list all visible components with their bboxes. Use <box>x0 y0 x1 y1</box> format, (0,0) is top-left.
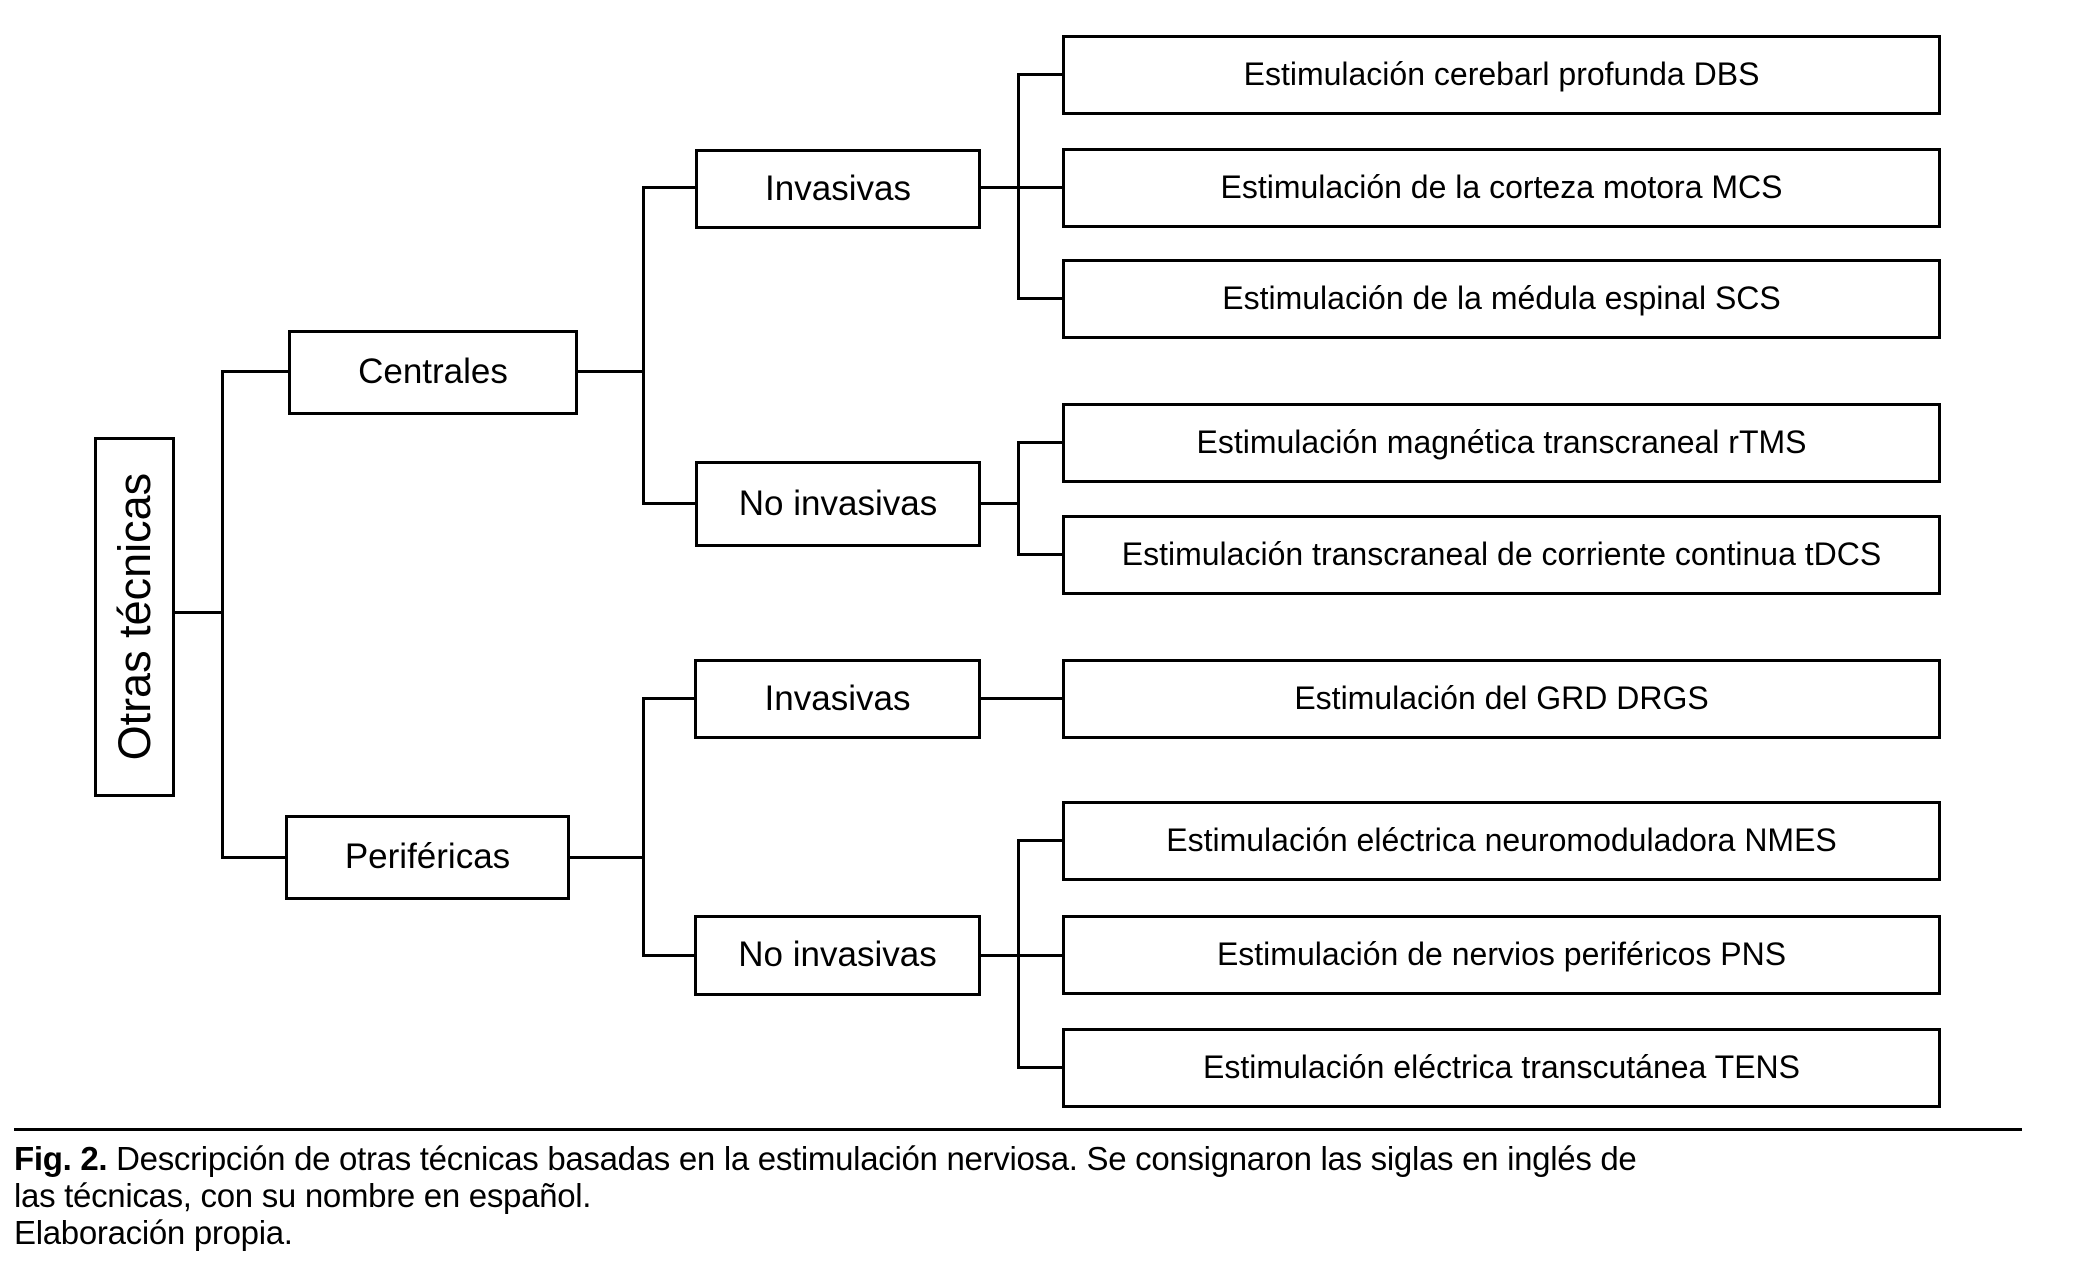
node-rtms-label: Estimulación magnética transcraneal rTMS <box>1196 424 1807 461</box>
node-tdcs-label: Estimulación transcraneal de corriente c… <box>1121 536 1882 573</box>
node-perifericas: Periféricas <box>285 815 570 900</box>
connector-stub-mcs <box>1017 186 1062 189</box>
node-otras-tecnicas-label: Otras técnicas <box>108 473 160 761</box>
connector-trunk-perifericas <box>221 856 285 859</box>
node-drgs: Estimulación del GRD DRGS <box>1062 659 1941 739</box>
node-centrales-label: Centrales <box>358 352 508 392</box>
node-dbs: Estimulación cerebarl profunda DBS <box>1062 35 1941 115</box>
node-no-invasivas-centrales-label: No invasivas <box>738 483 938 523</box>
connector-perifericas-branch <box>567 856 645 859</box>
connector-trunk-centrales <box>221 370 288 373</box>
connector-stub-nmes <box>1017 839 1062 842</box>
figure-caption: Fig. 2. Descripción de otras técnicas ba… <box>14 1140 2044 1251</box>
node-scs-label: Estimulación de la médula espinal SCS <box>1222 280 1781 317</box>
connector-stub-scs <box>1017 297 1062 300</box>
node-tdcs: Estimulación transcraneal de corriente c… <box>1062 515 1941 595</box>
connector-to-no-invasivas-perifericas <box>642 954 694 957</box>
node-invasivas-perifericas: Invasivas <box>694 659 981 739</box>
connector-stub-tens <box>1017 1066 1062 1069</box>
connector-root-trunk <box>174 611 224 614</box>
node-tens-label: Estimulación eléctrica transcutánea TENS <box>1202 1049 1800 1086</box>
connector-stub-tdcs <box>1017 553 1062 556</box>
connector-stub-drgs <box>978 697 1062 700</box>
connector-no-invasivas-centrales-out <box>978 502 1020 505</box>
caption-line-1: Fig. 2. Descripción de otras técnicas ba… <box>14 1140 2044 1177</box>
node-invasivas-perifericas-label: Invasivas <box>764 678 911 718</box>
node-drgs-label: Estimulación del GRD DRGS <box>1294 680 1709 717</box>
node-invasivas-centrales: Invasivas <box>695 149 981 229</box>
node-invasivas-centrales-label: Invasivas <box>765 168 911 208</box>
caption-fig-label: Fig. 2. <box>14 1140 108 1177</box>
connector-to-invasivas-perifericas <box>642 697 694 700</box>
node-dbs-label: Estimulación cerebarl profunda DBS <box>1243 56 1760 93</box>
node-no-invasivas-perifericas: No invasivas <box>694 915 981 996</box>
caption-separator-line <box>14 1128 2022 1131</box>
node-centrales: Centrales <box>288 330 578 415</box>
node-scs: Estimulación de la médula espinal SCS <box>1062 259 1941 339</box>
node-no-invasivas-centrales: No invasivas <box>695 461 981 547</box>
node-otras-tecnicas: Otras técnicas <box>94 437 175 797</box>
connector-perifericas-vertical <box>642 697 645 957</box>
node-rtms: Estimulación magnética transcraneal rTMS <box>1062 403 1941 483</box>
connector-centrales-branch <box>575 370 645 373</box>
node-mcs-label: Estimulación de la corteza motora MCS <box>1220 169 1783 206</box>
connector-centrales-vertical <box>642 186 645 505</box>
connector-to-no-invasivas-centrales <box>642 502 695 505</box>
connector-stub-pns <box>1017 954 1062 957</box>
connector-stub-rtms <box>1017 441 1062 444</box>
node-perifericas-label: Periféricas <box>344 837 511 877</box>
connector-no-invasivas-centrales-vertical <box>1017 441 1020 556</box>
connector-no-invasivas-perifericas-out <box>978 954 1020 957</box>
node-nmes-label: Estimulación eléctrica neuromoduladora N… <box>1166 822 1837 859</box>
connector-trunk <box>221 370 224 859</box>
caption-line-3: Elaboración propia. <box>14 1214 293 1251</box>
node-tens: Estimulación eléctrica transcutánea TENS <box>1062 1028 1941 1108</box>
node-nmes: Estimulación eléctrica neuromoduladora N… <box>1062 801 1941 881</box>
node-mcs: Estimulación de la corteza motora MCS <box>1062 148 1941 228</box>
caption-line-1-text: Descripción de otras técnicas basadas en… <box>107 1140 1637 1177</box>
caption-line-2: las técnicas, con su nombre en español. <box>14 1177 592 1214</box>
node-pns-label: Estimulación de nervios periféricos PNS <box>1216 936 1787 973</box>
connector-stub-dbs <box>1017 73 1062 76</box>
connector-invasivas-centrales-out <box>978 186 1020 189</box>
node-no-invasivas-perifericas-label: No invasivas <box>738 935 937 975</box>
connector-to-invasivas-centrales <box>642 186 695 189</box>
node-pns: Estimulación de nervios periféricos PNS <box>1062 915 1941 995</box>
